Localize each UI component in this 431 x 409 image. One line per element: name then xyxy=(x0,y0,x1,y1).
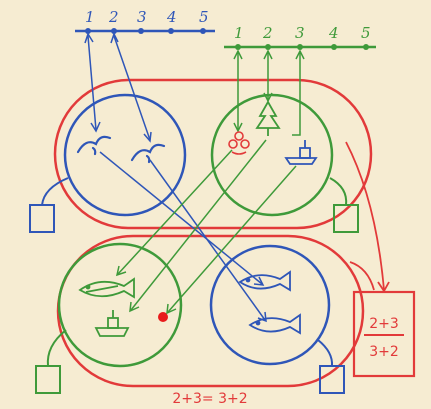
green-label-3: 3 xyxy=(295,24,305,42)
number-line-arrows xyxy=(84,32,305,143)
equation-label: 2+3= 3+2 xyxy=(172,391,247,407)
set-boxes xyxy=(29,177,359,394)
top-red-enclosure xyxy=(53,78,373,230)
bottom-blue-circle xyxy=(209,244,331,366)
top-blue-circle xyxy=(63,93,187,217)
fish-icon xyxy=(238,270,291,292)
green-label-4: 4 xyxy=(328,24,339,42)
fraction-box: 2+3 3+2 xyxy=(352,290,416,378)
fraction-denominator: 3+2 xyxy=(369,344,399,360)
bird-icon xyxy=(130,143,166,164)
blue-label-5: 5 xyxy=(199,8,209,26)
tree-icon xyxy=(255,100,281,136)
flower-icon xyxy=(228,131,250,155)
blue-label-1: 1 xyxy=(85,8,95,26)
green-number-line: 1 2 3 4 5 xyxy=(224,24,376,50)
blue-label-4: 4 xyxy=(166,8,177,26)
green-label-1: 1 xyxy=(234,24,244,42)
blue-label-2: 2 xyxy=(108,8,119,26)
boat-icon xyxy=(94,310,130,337)
fraction-connectors xyxy=(345,141,390,293)
bird-icon xyxy=(76,135,112,156)
green-label-2: 2 xyxy=(262,24,273,42)
bottom-green-circle xyxy=(57,242,183,368)
top-green-circle xyxy=(210,93,334,217)
correspondence-arrows xyxy=(99,139,297,323)
boat-icon xyxy=(284,140,318,165)
bottom-red-enclosure xyxy=(56,234,365,388)
fish-icon xyxy=(248,313,301,335)
fraction-numerator: 2+3 xyxy=(369,316,399,332)
blue-label-3: 3 xyxy=(137,8,147,26)
blue-number-line: 1 2 3 4 5 xyxy=(75,8,215,34)
fish-icon xyxy=(78,277,135,299)
green-label-5: 5 xyxy=(361,24,371,42)
red-dot-icon xyxy=(158,312,168,322)
